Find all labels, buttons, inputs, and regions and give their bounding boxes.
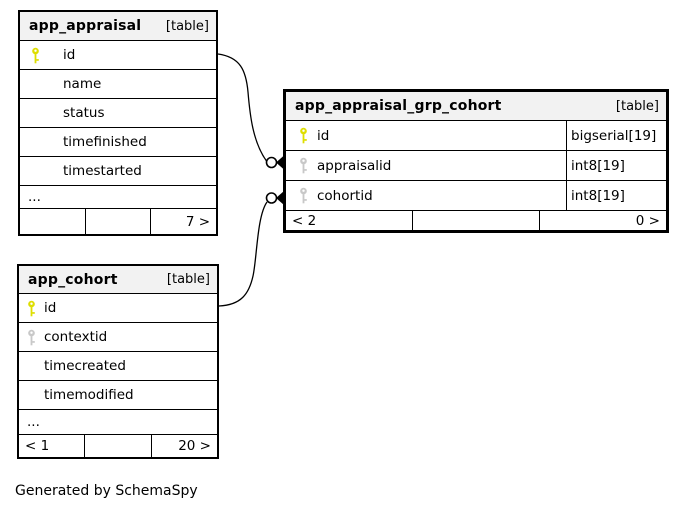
table-kind-label: [table] <box>166 272 210 287</box>
column-name: cohortid <box>317 187 373 204</box>
relationship-app-cohort-id-to-cohortid <box>218 191 284 307</box>
primary-key-icon <box>28 300 35 316</box>
column-type: int8[19] <box>566 181 666 210</box>
key-icon-slot <box>19 300 44 317</box>
table-header: app_cohort [table] <box>19 266 217 294</box>
column-row-cohortid: cohortid int8[19] <box>286 181 666 211</box>
foreign-key-icon <box>28 329 35 345</box>
column-row-name: name <box>20 70 216 99</box>
column-row-timestarted: timestarted <box>20 157 216 186</box>
footer-cell-middle <box>84 209 151 234</box>
footer-parents-count: < 1 <box>25 438 50 454</box>
key-icon-slot <box>286 127 317 144</box>
key-icon-slot <box>286 187 317 204</box>
column-name: id <box>63 47 76 63</box>
column-name: timemodified <box>44 387 134 403</box>
ellipsis-row: ... <box>19 410 217 435</box>
column-name: timecreated <box>44 358 126 374</box>
table-header: app_appraisal [table] <box>20 12 216 41</box>
column-type: int8[19] <box>566 151 666 180</box>
foreign-key-icon <box>300 157 307 174</box>
table-kind-label: [table] <box>165 18 209 34</box>
column-row-contextid: contextid <box>19 323 217 352</box>
ellipsis-label: ... <box>28 189 41 205</box>
footer-cell-left <box>20 209 85 234</box>
footer-children-count: 20 > <box>150 435 217 457</box>
ellipsis-row: ... <box>20 186 216 209</box>
relationship-app-appraisal-id-to-appraisalid <box>217 53 284 170</box>
column-name: appraisalid <box>317 157 392 174</box>
column-row-timecreated: timecreated <box>19 352 217 381</box>
table-footer: 7 > <box>20 209 216 234</box>
column-name: contextid <box>44 329 108 345</box>
table-footer: < 1 20 > <box>19 435 217 457</box>
column-row-id: id bigserial[19] <box>286 121 666 151</box>
column-name: status <box>63 105 105 121</box>
footer-cell-middle <box>412 211 539 230</box>
foreign-key-icon <box>300 187 307 204</box>
column-row-timemodified: timemodified <box>19 381 217 410</box>
generated-by-note: Generated by SchemaSpy <box>15 483 198 499</box>
table-title[interactable]: app_appraisal_grp_cohort <box>295 98 502 114</box>
table-box-app-appraisal-grp-cohort[interactable]: app_appraisal_grp_cohort [table] id bigs… <box>283 89 669 233</box>
column-name: id <box>317 127 330 144</box>
key-icon-slot <box>20 47 63 64</box>
table-header: app_appraisal_grp_cohort [table] <box>286 92 666 121</box>
column-row-id: id <box>20 41 216 70</box>
footer-cell-middle <box>84 435 150 457</box>
column-name: timefinished <box>63 134 147 150</box>
key-icon-slot <box>19 329 44 346</box>
column-row-timefinished: timefinished <box>20 128 216 157</box>
footer-children-count: 7 > <box>150 209 216 234</box>
table-title[interactable]: app_cohort <box>28 271 118 288</box>
ellipsis-label: ... <box>27 414 40 430</box>
key-icon-slot <box>286 157 317 174</box>
column-type: bigserial[19] <box>566 121 666 150</box>
table-box-app-cohort[interactable]: app_cohort [table] id <box>17 264 219 459</box>
column-name: timestarted <box>63 163 142 179</box>
footer-parents-count: < 2 <box>292 212 317 229</box>
column-row-appraisalid: appraisalid int8[19] <box>286 151 666 181</box>
table-kind-label: [table] <box>615 98 659 114</box>
footer-children-count: 0 > <box>539 211 666 230</box>
primary-key-icon <box>32 47 39 63</box>
column-name: name <box>63 76 102 92</box>
column-row-status: status <box>20 99 216 128</box>
table-footer: < 2 0 > <box>286 211 666 230</box>
primary-key-icon <box>300 127 307 144</box>
table-box-app-appraisal[interactable]: app_appraisal [table] id name status <box>18 10 218 236</box>
table-title[interactable]: app_appraisal <box>29 18 142 34</box>
column-row-id: id <box>19 294 217 323</box>
column-name: id <box>44 300 57 316</box>
